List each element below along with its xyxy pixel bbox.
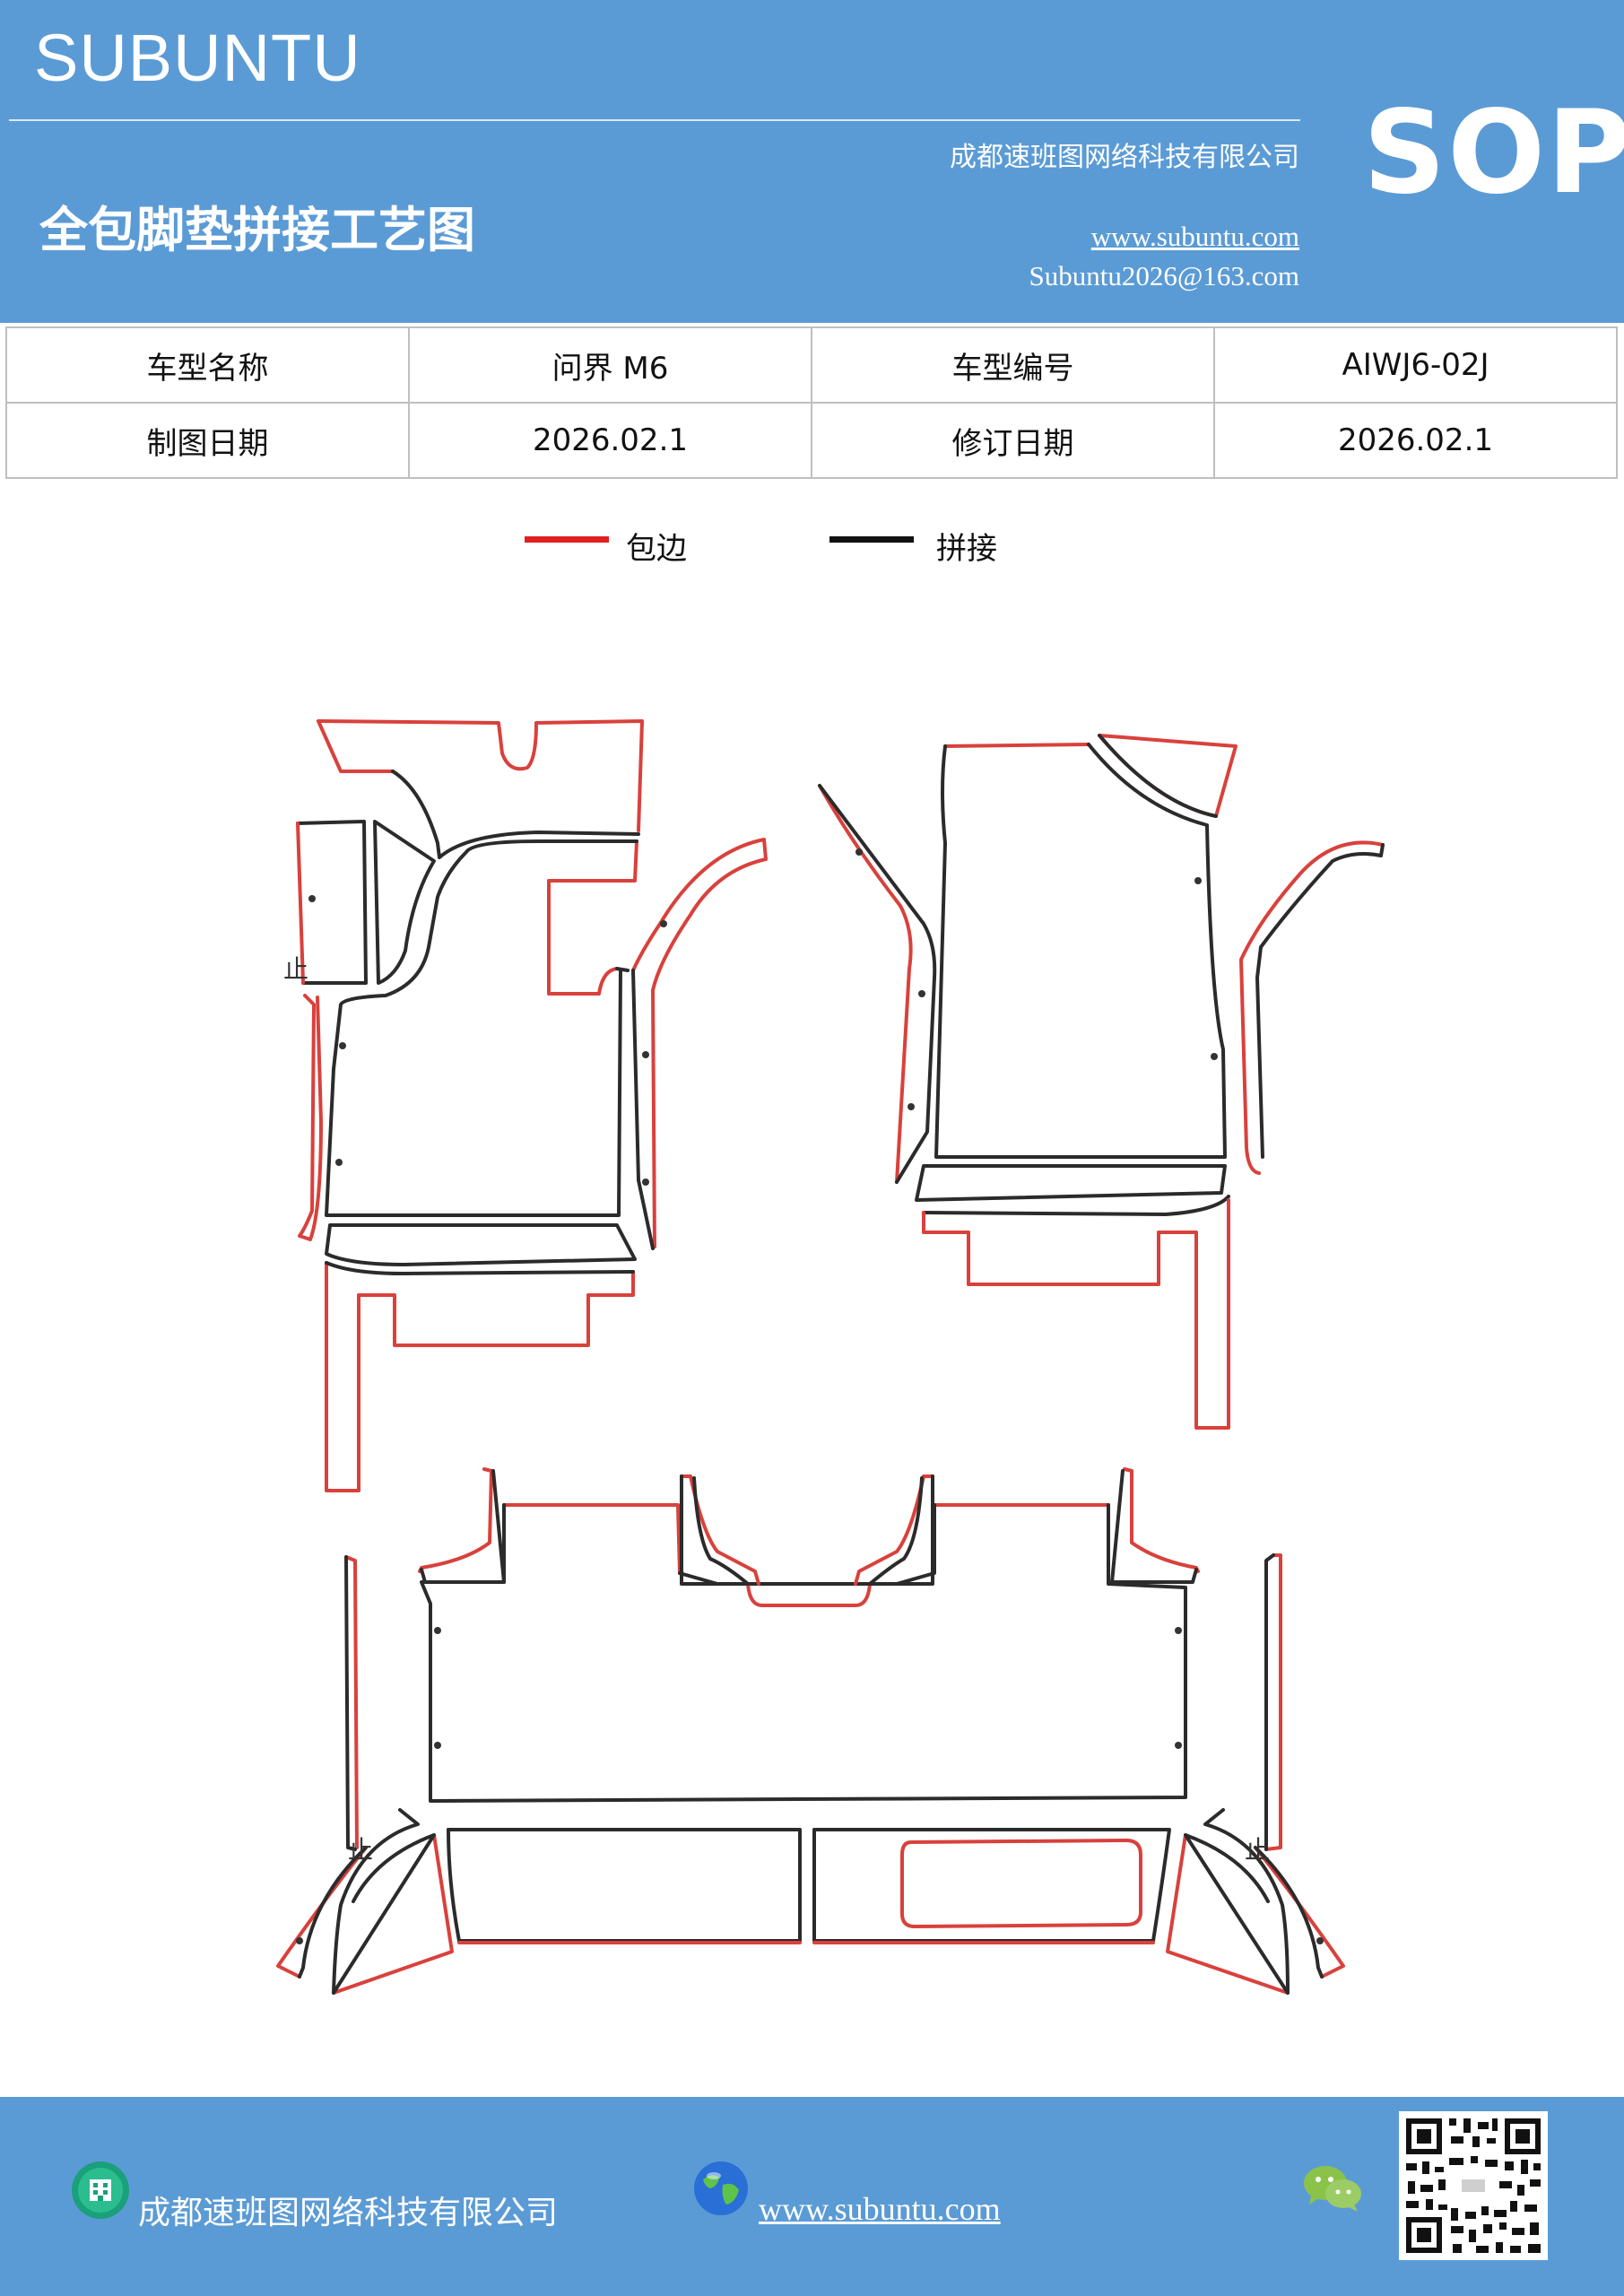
header-banner: SUBUNTU 成都速班图网络科技有限公司 全包脚垫拼接工艺图 www.subu… <box>0 0 1624 323</box>
floor-mat-diagram: 止 止 止 <box>276 719 1385 1995</box>
mat-driver-left-panel <box>296 820 436 1241</box>
table-row: 车型名称 问界 M6 车型编号 AIWJ6-02J <box>5 326 1618 404</box>
mat-driver-door-strip <box>631 838 768 1250</box>
header-email: Subuntu2026@163.com <box>1029 260 1299 291</box>
brand-logo: SUBUNTU <box>34 21 361 95</box>
wechat-icon <box>1304 2166 1361 2212</box>
mat-rear-wheel-arch-right <box>1166 1808 1345 1995</box>
mat-rear-flap-left <box>418 1467 506 1584</box>
header-website-link[interactable]: www.subuntu.com <box>1090 221 1299 252</box>
qr-code[interactable] <box>1399 2111 1548 2260</box>
mat-passenger-left-strip <box>818 784 937 1184</box>
fastener-dots <box>296 848 1324 1944</box>
legend-swatch-seam <box>829 536 914 543</box>
mat-rear-wheel-arch-left <box>276 1808 454 1995</box>
mat-passenger-sill <box>915 1164 1230 1430</box>
label-model-code: 车型编号 <box>811 326 1215 404</box>
page-title: 全包脚垫拼接工艺图 <box>39 201 475 258</box>
mat-rear-main <box>420 1503 1187 1803</box>
mat-rear-front-pieces <box>447 1828 1171 1944</box>
stop-mark: 止 <box>283 954 308 984</box>
header-company: 成都速班图网络科技有限公司 <box>950 142 1299 173</box>
mat-passenger-door-strip <box>1239 840 1385 1175</box>
footer-website-link[interactable]: www.subuntu.com <box>759 2191 1001 2227</box>
header-divider <box>9 119 1300 121</box>
legend-label-seam: 拼接 <box>936 531 997 567</box>
legend: 包边 拼接 <box>0 520 1624 574</box>
stop-mark: 止 <box>1245 1835 1270 1865</box>
mat-passenger-main <box>934 734 1238 1159</box>
mat-rear-flap-right <box>1110 1467 1200 1584</box>
legend-swatch-edge <box>525 536 609 543</box>
globe-icon <box>694 2161 748 2215</box>
mat-driver-sill <box>325 1223 637 1492</box>
value-model-name: 问界 M6 <box>408 326 812 404</box>
label-revision-date: 修订日期 <box>811 402 1215 479</box>
value-model-code: AIWJ6-02J <box>1213 326 1618 404</box>
mat-rear-side-strips <box>344 1553 1282 1851</box>
value-revision-date: 2026.02.1 <box>1213 402 1618 479</box>
legend-label-edge: 包边 <box>626 531 687 567</box>
mat-driver-main <box>317 719 644 1217</box>
info-table: 车型名称 问界 M6 车型编号 AIWJ6-02J 制图日期 2026.02.1… <box>5 326 1618 479</box>
label-draw-date: 制图日期 <box>5 402 410 479</box>
mat-rear-flap-inner-left <box>680 1474 760 1586</box>
footer-banner: 成都速班图网络科技有限公司 www.subuntu.com <box>0 2097 1624 2296</box>
footer-company: 成都速班图网络科技有限公司 <box>138 2195 559 2231</box>
stop-mark: 止 <box>348 1835 373 1865</box>
value-draw-date: 2026.02.1 <box>408 402 812 479</box>
label-model-name: 车型名称 <box>5 326 410 404</box>
building-icon <box>72 2161 129 2219</box>
mat-rear-flap-inner-right <box>854 1474 934 1586</box>
sop-badge: SOP <box>1363 86 1624 220</box>
table-row: 制图日期 2026.02.1 修订日期 2026.02.1 <box>5 402 1618 479</box>
